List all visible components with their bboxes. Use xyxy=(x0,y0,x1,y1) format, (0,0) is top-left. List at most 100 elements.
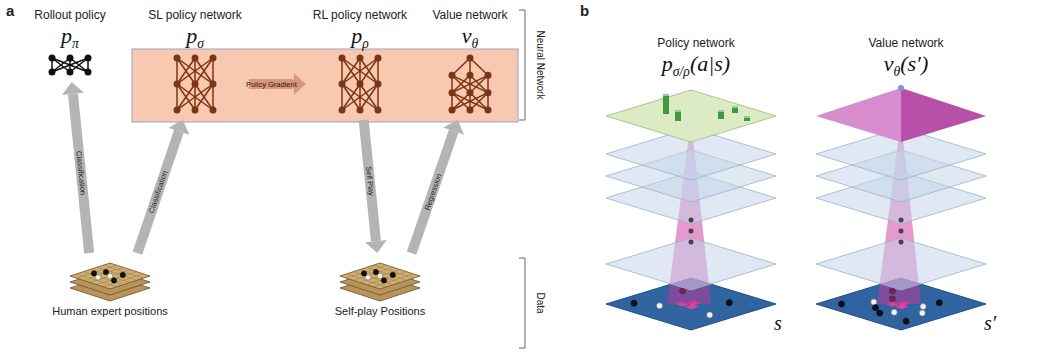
go-stone xyxy=(920,304,926,310)
board-grid xyxy=(90,270,130,283)
value-output xyxy=(898,85,904,91)
net-unit xyxy=(338,55,345,62)
panel-letter: b xyxy=(580,2,589,20)
net-unit xyxy=(67,69,74,76)
bracket xyxy=(519,258,525,348)
net-link xyxy=(177,58,195,84)
net-unit xyxy=(191,55,198,62)
highlight-cell xyxy=(895,304,909,309)
probability-bar xyxy=(663,94,669,96)
network-node: Value networkvθ xyxy=(428,6,511,117)
position-set: Self-play Positions xyxy=(331,256,430,320)
net-unit xyxy=(173,81,180,88)
neural-network-band xyxy=(132,49,518,122)
edge-label: Classification xyxy=(147,170,170,215)
connector-arrow xyxy=(137,120,189,253)
net-unit xyxy=(209,55,216,62)
net-link xyxy=(195,58,213,84)
arrow-shaft xyxy=(364,120,376,241)
connector-arrow xyxy=(412,120,465,253)
go-stone xyxy=(891,309,897,315)
probability-bar xyxy=(744,116,750,121)
probability-bar xyxy=(663,94,669,114)
go-stone xyxy=(936,300,942,306)
node-title: Value network xyxy=(432,8,507,23)
node-title: Rollout policy xyxy=(34,8,105,23)
go-stone xyxy=(871,299,877,305)
net-link xyxy=(195,84,213,110)
edge-label: Self Play xyxy=(364,165,376,195)
probability-bar xyxy=(718,110,724,112)
net-unit xyxy=(467,89,474,96)
network-node: SL policy networkpσ xyxy=(144,6,246,117)
data-caption: Human expert positions xyxy=(52,304,168,318)
net-unit xyxy=(173,107,180,114)
net-unit xyxy=(449,107,456,114)
net-link xyxy=(341,58,343,84)
net-unit xyxy=(85,55,92,62)
node-title: Policy network xyxy=(596,36,796,51)
net-unit xyxy=(485,107,492,114)
net-link xyxy=(360,84,378,110)
board-grid xyxy=(77,274,117,287)
edge-label: Policy Gradient xyxy=(246,80,297,89)
board-grid xyxy=(83,272,123,285)
arrow-head xyxy=(169,120,190,135)
net-unit xyxy=(209,107,216,114)
net-unit xyxy=(173,55,180,62)
net-link xyxy=(360,84,378,110)
net-link xyxy=(177,84,195,110)
net-link xyxy=(177,84,213,110)
net-unit xyxy=(191,107,198,114)
net-unit xyxy=(467,107,474,114)
network-icon xyxy=(43,53,97,77)
net-link xyxy=(470,75,488,92)
net-unit xyxy=(374,55,381,62)
net-link xyxy=(177,58,195,84)
arrow-head xyxy=(443,120,464,135)
edge-label: Regression xyxy=(422,173,443,212)
board-grid xyxy=(360,270,400,283)
network-node: Rollout policypπ xyxy=(30,6,109,79)
net-unit xyxy=(338,81,345,88)
net-link xyxy=(342,84,360,110)
net-link xyxy=(470,93,488,110)
net-link xyxy=(212,58,214,84)
go-stone xyxy=(381,278,386,283)
math-symbol: pρ xyxy=(313,23,407,49)
value-face xyxy=(901,88,986,142)
probability-bar xyxy=(732,106,738,108)
connector-arrow xyxy=(364,120,387,253)
net-unit xyxy=(356,107,363,114)
net-link xyxy=(452,75,470,92)
math-symbol: s′ xyxy=(984,312,996,334)
net-link xyxy=(377,58,379,84)
net-link xyxy=(377,84,379,110)
go-stone xyxy=(873,305,879,311)
net-unit xyxy=(191,81,198,88)
net-unit xyxy=(374,81,381,88)
go-stone xyxy=(365,275,370,280)
math-symbol: pσ xyxy=(148,23,242,49)
hidden-layer xyxy=(606,238,776,290)
board-grid xyxy=(367,272,407,285)
arrow-head xyxy=(62,82,84,95)
stack-illustration xyxy=(596,36,796,346)
net-unit xyxy=(374,107,381,114)
go-stone xyxy=(390,272,395,277)
output-plane xyxy=(606,90,776,142)
arrow-shaft xyxy=(412,131,454,253)
net-link xyxy=(452,58,470,75)
node-title: RL policy network xyxy=(313,8,407,23)
board-layer xyxy=(340,263,420,289)
net-unit xyxy=(485,89,492,96)
probability-bar xyxy=(675,110,681,121)
go-stone xyxy=(657,303,663,309)
board-grid xyxy=(97,272,137,285)
go-stone xyxy=(95,275,100,280)
math-symbol: vθ xyxy=(432,23,507,49)
go-stone xyxy=(839,301,845,307)
go-stone xyxy=(361,271,366,276)
net-link xyxy=(342,58,360,84)
go-stone xyxy=(903,318,909,324)
